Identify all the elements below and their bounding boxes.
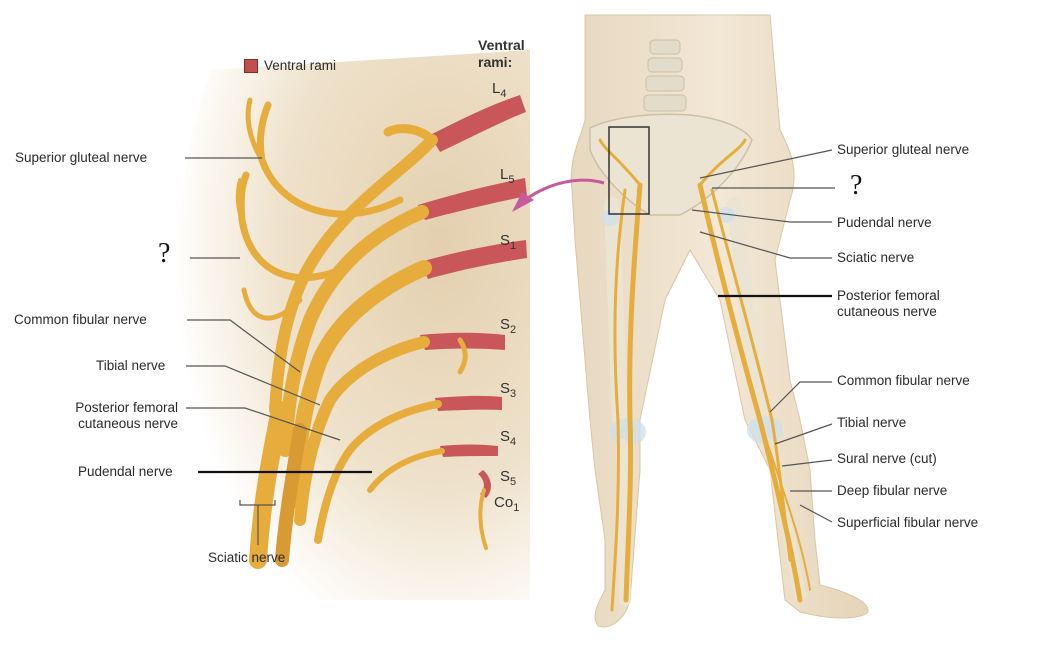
right-leader-lines (691, 149, 835, 523)
root-label: S4 (500, 428, 517, 448)
label-pudendal-left: Pudendal nerve (78, 464, 173, 479)
root-label: L4 (492, 80, 507, 100)
label-sciatic-left: Sciatic nerve (208, 550, 286, 565)
legend-swatch (244, 58, 258, 73)
ventral-rami (418, 95, 527, 498)
left-nerve-bundle (235, 97, 488, 569)
zoom-box (608, 126, 650, 215)
label-pudendal-right: Pudendal nerve (837, 215, 932, 230)
label-common-fibular-left: Common fibular nerve (14, 312, 147, 327)
label-tibial-left: Tibial nerve (96, 358, 166, 373)
ventral-rami-line2: rami: (478, 54, 513, 70)
left-leader-lines (185, 157, 372, 545)
root-label: Co1 (494, 494, 520, 514)
question-mark-right: ? (850, 170, 863, 201)
label-posterior-femoral-left: Posterior femoral cutaneous nerve (75, 400, 178, 431)
label-superficial-fibular-right: Superficial fibular nerve (837, 515, 979, 530)
label-tibial-right: Tibial nerve (837, 415, 907, 430)
root-label: S5 (500, 468, 517, 488)
label-posterior-femoral-right: Posterior femoral cutaneous nerve (837, 288, 940, 319)
label-deep-fibular-right: Deep fibular nerve (837, 483, 948, 498)
root-label: S2 (500, 316, 517, 336)
label-superior-gluteal-left: Superior gluteal nerve (15, 150, 148, 165)
label-sciatic-right: Sciatic nerve (837, 250, 915, 265)
root-label: S1 (500, 232, 517, 252)
ventral-rami-line1: Ventral (478, 37, 525, 53)
root-label: S3 (500, 380, 517, 400)
ventral-rami-header: Ventral rami: (478, 37, 525, 71)
root-label: L5 (500, 166, 515, 186)
label-sural-right: Sural nerve (cut) (837, 451, 937, 466)
label-superior-gluteal-right: Superior gluteal nerve (837, 142, 970, 157)
legend-label: Ventral rami (264, 58, 337, 73)
label-common-fibular-right: Common fibular nerve (837, 373, 970, 388)
body-nerves (598, 138, 811, 612)
zoom-arrow (524, 178, 605, 202)
question-mark-left: ? (158, 238, 171, 269)
legend: Ventral rami (244, 58, 336, 73)
